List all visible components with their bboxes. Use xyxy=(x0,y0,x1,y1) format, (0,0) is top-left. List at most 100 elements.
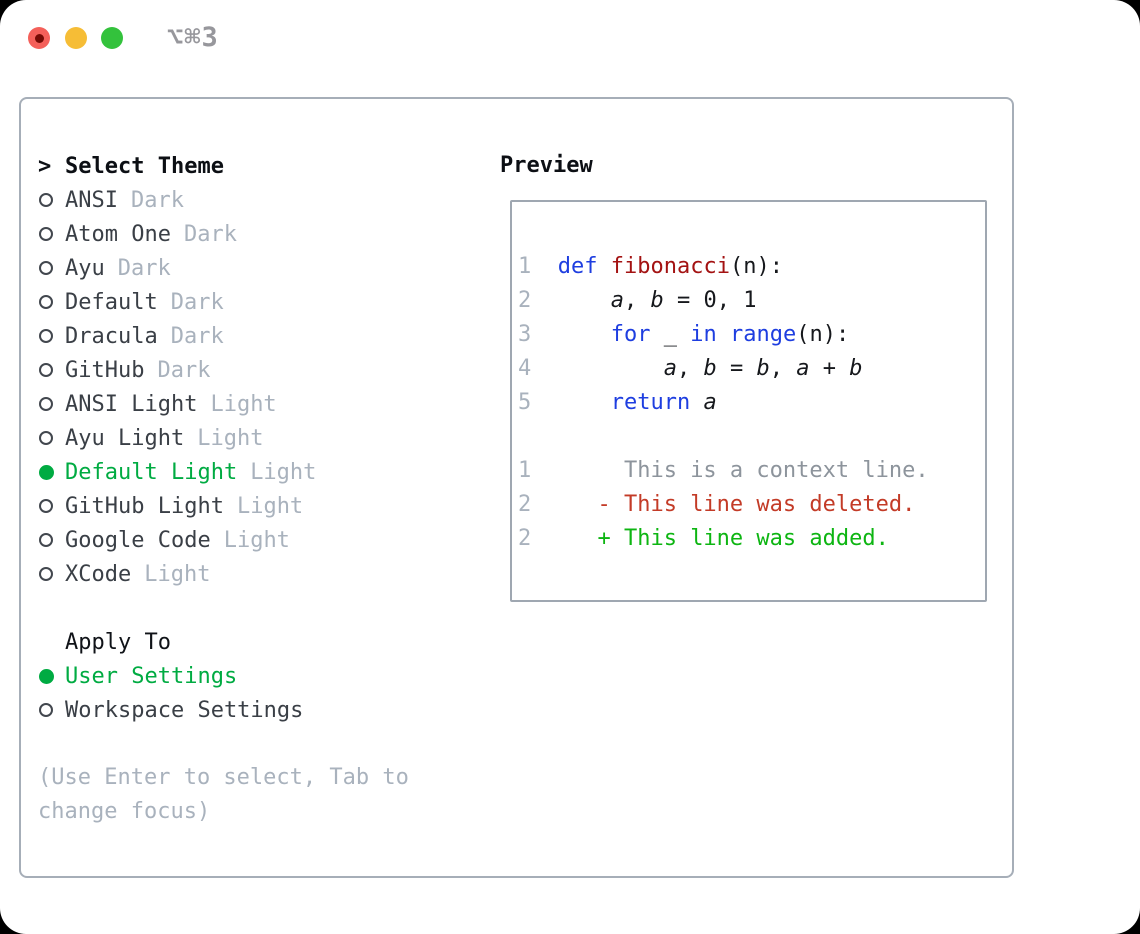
code-token-kw: range xyxy=(729,322,797,347)
code-token-plain xyxy=(690,390,703,415)
theme-option[interactable]: ANSI Light Light xyxy=(38,387,409,421)
preview-line: 1 This is a context line. xyxy=(518,454,985,488)
radio-selected-icon xyxy=(39,464,54,480)
code-token-plain xyxy=(531,288,610,313)
radio-selected-icon xyxy=(39,668,54,684)
theme-name: ANSI Light xyxy=(65,391,198,417)
theme-name: XCode xyxy=(65,561,132,587)
theme-name: ANSI xyxy=(65,187,118,213)
code-token-var: b xyxy=(703,356,717,381)
theme-option[interactable]: ANSI Dark xyxy=(38,183,409,217)
preview-line: 2 a, b = 0, 1 xyxy=(518,284,985,318)
code-token-plain xyxy=(531,322,610,347)
line-number: 5 xyxy=(518,390,532,415)
radio-slot xyxy=(38,703,65,717)
minimize-button[interactable] xyxy=(65,27,87,49)
radio-icon xyxy=(39,533,53,547)
theme-variant: Dark xyxy=(170,323,224,349)
close-button[interactable] xyxy=(28,27,50,49)
apply-option-label: Workspace Settings xyxy=(65,697,304,723)
radio-slot xyxy=(38,363,65,377)
line-number: 4 xyxy=(518,356,532,381)
help-line-1: (Use Enter to select, Tab to xyxy=(38,765,409,790)
code-token-var: b xyxy=(650,288,664,313)
theme-variant: Light xyxy=(250,459,317,485)
help-text: (Use Enter to select, Tab to change focu… xyxy=(38,761,409,829)
code-token-var: a xyxy=(663,356,677,381)
apply-option[interactable]: User Settings xyxy=(38,659,409,693)
theme-variant: Light xyxy=(210,391,277,417)
preview-line: 1 def fibonacci(n): xyxy=(518,250,985,284)
apply-to-title: Apply To xyxy=(65,629,171,655)
code-token-kw: for xyxy=(610,322,651,347)
theme-option[interactable]: Default Light Light xyxy=(38,455,409,489)
code-token-var: a xyxy=(796,356,810,381)
zoom-button[interactable] xyxy=(101,27,123,49)
code-token-plain xyxy=(531,390,610,415)
preview-line: 3 for _ in range(n): xyxy=(518,318,985,352)
theme-name: Ayu Light xyxy=(65,425,185,451)
theme-name: Dracula xyxy=(65,323,158,349)
code-token-kw: in xyxy=(690,322,717,347)
code-token-plain: + xyxy=(809,356,850,381)
theme-name: Default xyxy=(65,289,158,315)
preview-line: 2 + This line was added. xyxy=(518,522,985,556)
code-token-fn: fibonacci xyxy=(610,254,730,279)
line-number: 1 xyxy=(518,458,532,483)
preview-line: 4 a, b = b, a + b xyxy=(518,352,985,386)
line-number: 3 xyxy=(518,322,532,347)
theme-option[interactable]: Default Dark xyxy=(38,285,409,319)
apply-to-header: Apply To xyxy=(38,625,409,659)
code-token-var: b xyxy=(756,356,770,381)
theme-name: Default Light xyxy=(65,459,238,485)
code-token-plain: = 0, 1 xyxy=(663,288,757,313)
code-token-ctx: This is a context line. xyxy=(531,458,929,483)
line-number: 1 xyxy=(518,254,532,279)
radio-slot xyxy=(38,431,65,445)
code-token-plain: , xyxy=(676,356,704,381)
radio-slot xyxy=(38,533,65,547)
cursor-indicator: > xyxy=(38,153,52,179)
theme-name: Google Code xyxy=(65,527,211,553)
radio-icon xyxy=(39,499,53,513)
radio-slot xyxy=(38,295,65,309)
radio-slot xyxy=(38,397,65,411)
code-token-plain: _ xyxy=(650,322,691,347)
radio-icon xyxy=(39,397,53,411)
theme-name: GitHub Light xyxy=(65,493,224,519)
code-token-plain xyxy=(717,322,730,347)
code-token-plain: , xyxy=(769,356,797,381)
code-token-kw: return xyxy=(610,390,691,415)
help-line-2: change focus) xyxy=(38,799,211,824)
diff-sample: 1 This is a context line.2 - This line w… xyxy=(518,454,985,556)
theme-variant: Dark xyxy=(170,289,224,315)
theme-name: Ayu xyxy=(65,255,105,281)
theme-option[interactable]: Dracula Dark xyxy=(38,319,409,353)
theme-variant: Dark xyxy=(130,187,184,213)
theme-variant: Light xyxy=(144,561,211,587)
radio-icon xyxy=(39,193,53,207)
line-number: 2 xyxy=(518,492,532,517)
radio-icon xyxy=(39,295,53,309)
preview-line: 5 return a xyxy=(518,386,985,420)
preview-title: Preview xyxy=(500,153,593,178)
code-token-var: a xyxy=(610,288,624,313)
radio-slot xyxy=(38,329,65,343)
code-token-plain xyxy=(598,254,611,279)
code-token-var: b xyxy=(849,356,863,381)
theme-option[interactable]: XCode Light xyxy=(38,557,409,591)
apply-option[interactable]: Workspace Settings xyxy=(38,693,409,727)
radio-slot xyxy=(38,668,65,684)
radio-icon xyxy=(39,363,53,377)
